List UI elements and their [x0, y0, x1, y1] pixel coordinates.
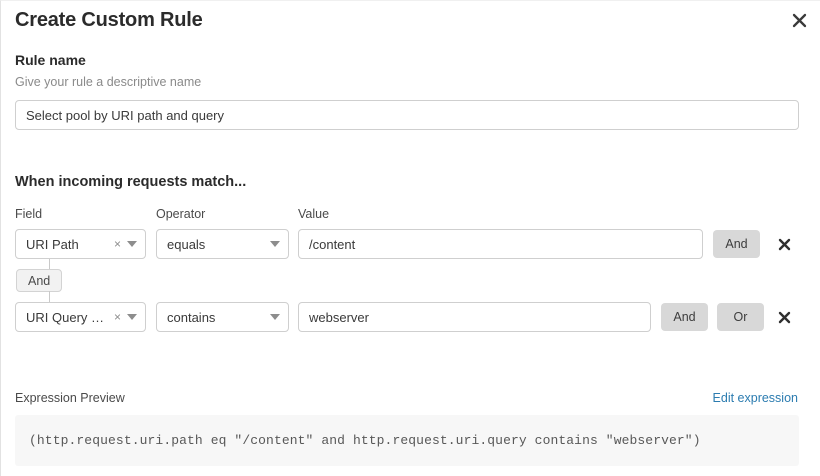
clear-icon[interactable]: ×	[113, 237, 121, 251]
chevron-down-icon[interactable]	[127, 241, 137, 247]
rule-name-hint: Give your rule a descriptive name	[15, 75, 202, 89]
dialog-title: Create Custom Rule	[15, 9, 203, 31]
close-icon[interactable]	[786, 7, 812, 33]
expression-preview-label: Expression Preview	[15, 391, 125, 405]
expression-preview-box: (http.request.uri.path eq "/content" and…	[15, 415, 799, 466]
chevron-down-icon[interactable]	[270, 314, 280, 320]
operator-select-2-value: contains	[167, 309, 216, 325]
condition-row: URI Path × equals And	[1, 229, 820, 259]
expression-preview-code: (http.request.uri.path eq "/content" and…	[29, 433, 701, 448]
rule-name-input[interactable]	[15, 100, 799, 130]
column-header-operator: Operator	[156, 207, 206, 221]
connector-line-bottom	[49, 291, 50, 302]
and-button-2[interactable]: And	[661, 303, 708, 331]
operator-select-1[interactable]: equals	[156, 229, 289, 259]
condition-row: URI Query St... × contains And Or	[1, 302, 820, 332]
delete-condition-2-icon[interactable]	[773, 303, 795, 331]
field-select-1-value: URI Path	[26, 236, 79, 252]
chevron-down-icon[interactable]	[127, 314, 137, 320]
or-button-2[interactable]: Or	[717, 303, 764, 331]
column-header-value: Value	[298, 207, 330, 221]
value-input-2[interactable]	[298, 302, 651, 332]
connector-line-top	[49, 259, 50, 270]
match-section-heading: When incoming requests match...	[15, 174, 247, 190]
column-header-field: Field	[15, 207, 43, 221]
connector-and-badge[interactable]: And	[16, 269, 63, 292]
and-button-1[interactable]: And	[713, 230, 760, 258]
operator-select-1-value: equals	[167, 236, 206, 252]
operator-select-2[interactable]: contains	[156, 302, 289, 332]
edit-expression-link[interactable]: Edit expression	[712, 391, 798, 405]
chevron-down-icon[interactable]	[270, 241, 280, 247]
rule-name-label: Rule name	[15, 52, 86, 68]
field-select-2[interactable]: URI Query St... ×	[15, 302, 146, 332]
delete-condition-1-icon[interactable]	[773, 230, 795, 258]
field-select-1[interactable]: URI Path ×	[15, 229, 146, 259]
field-select-2-value: URI Query St...	[26, 309, 110, 325]
value-input-1[interactable]	[298, 229, 703, 259]
clear-icon[interactable]: ×	[113, 310, 121, 324]
